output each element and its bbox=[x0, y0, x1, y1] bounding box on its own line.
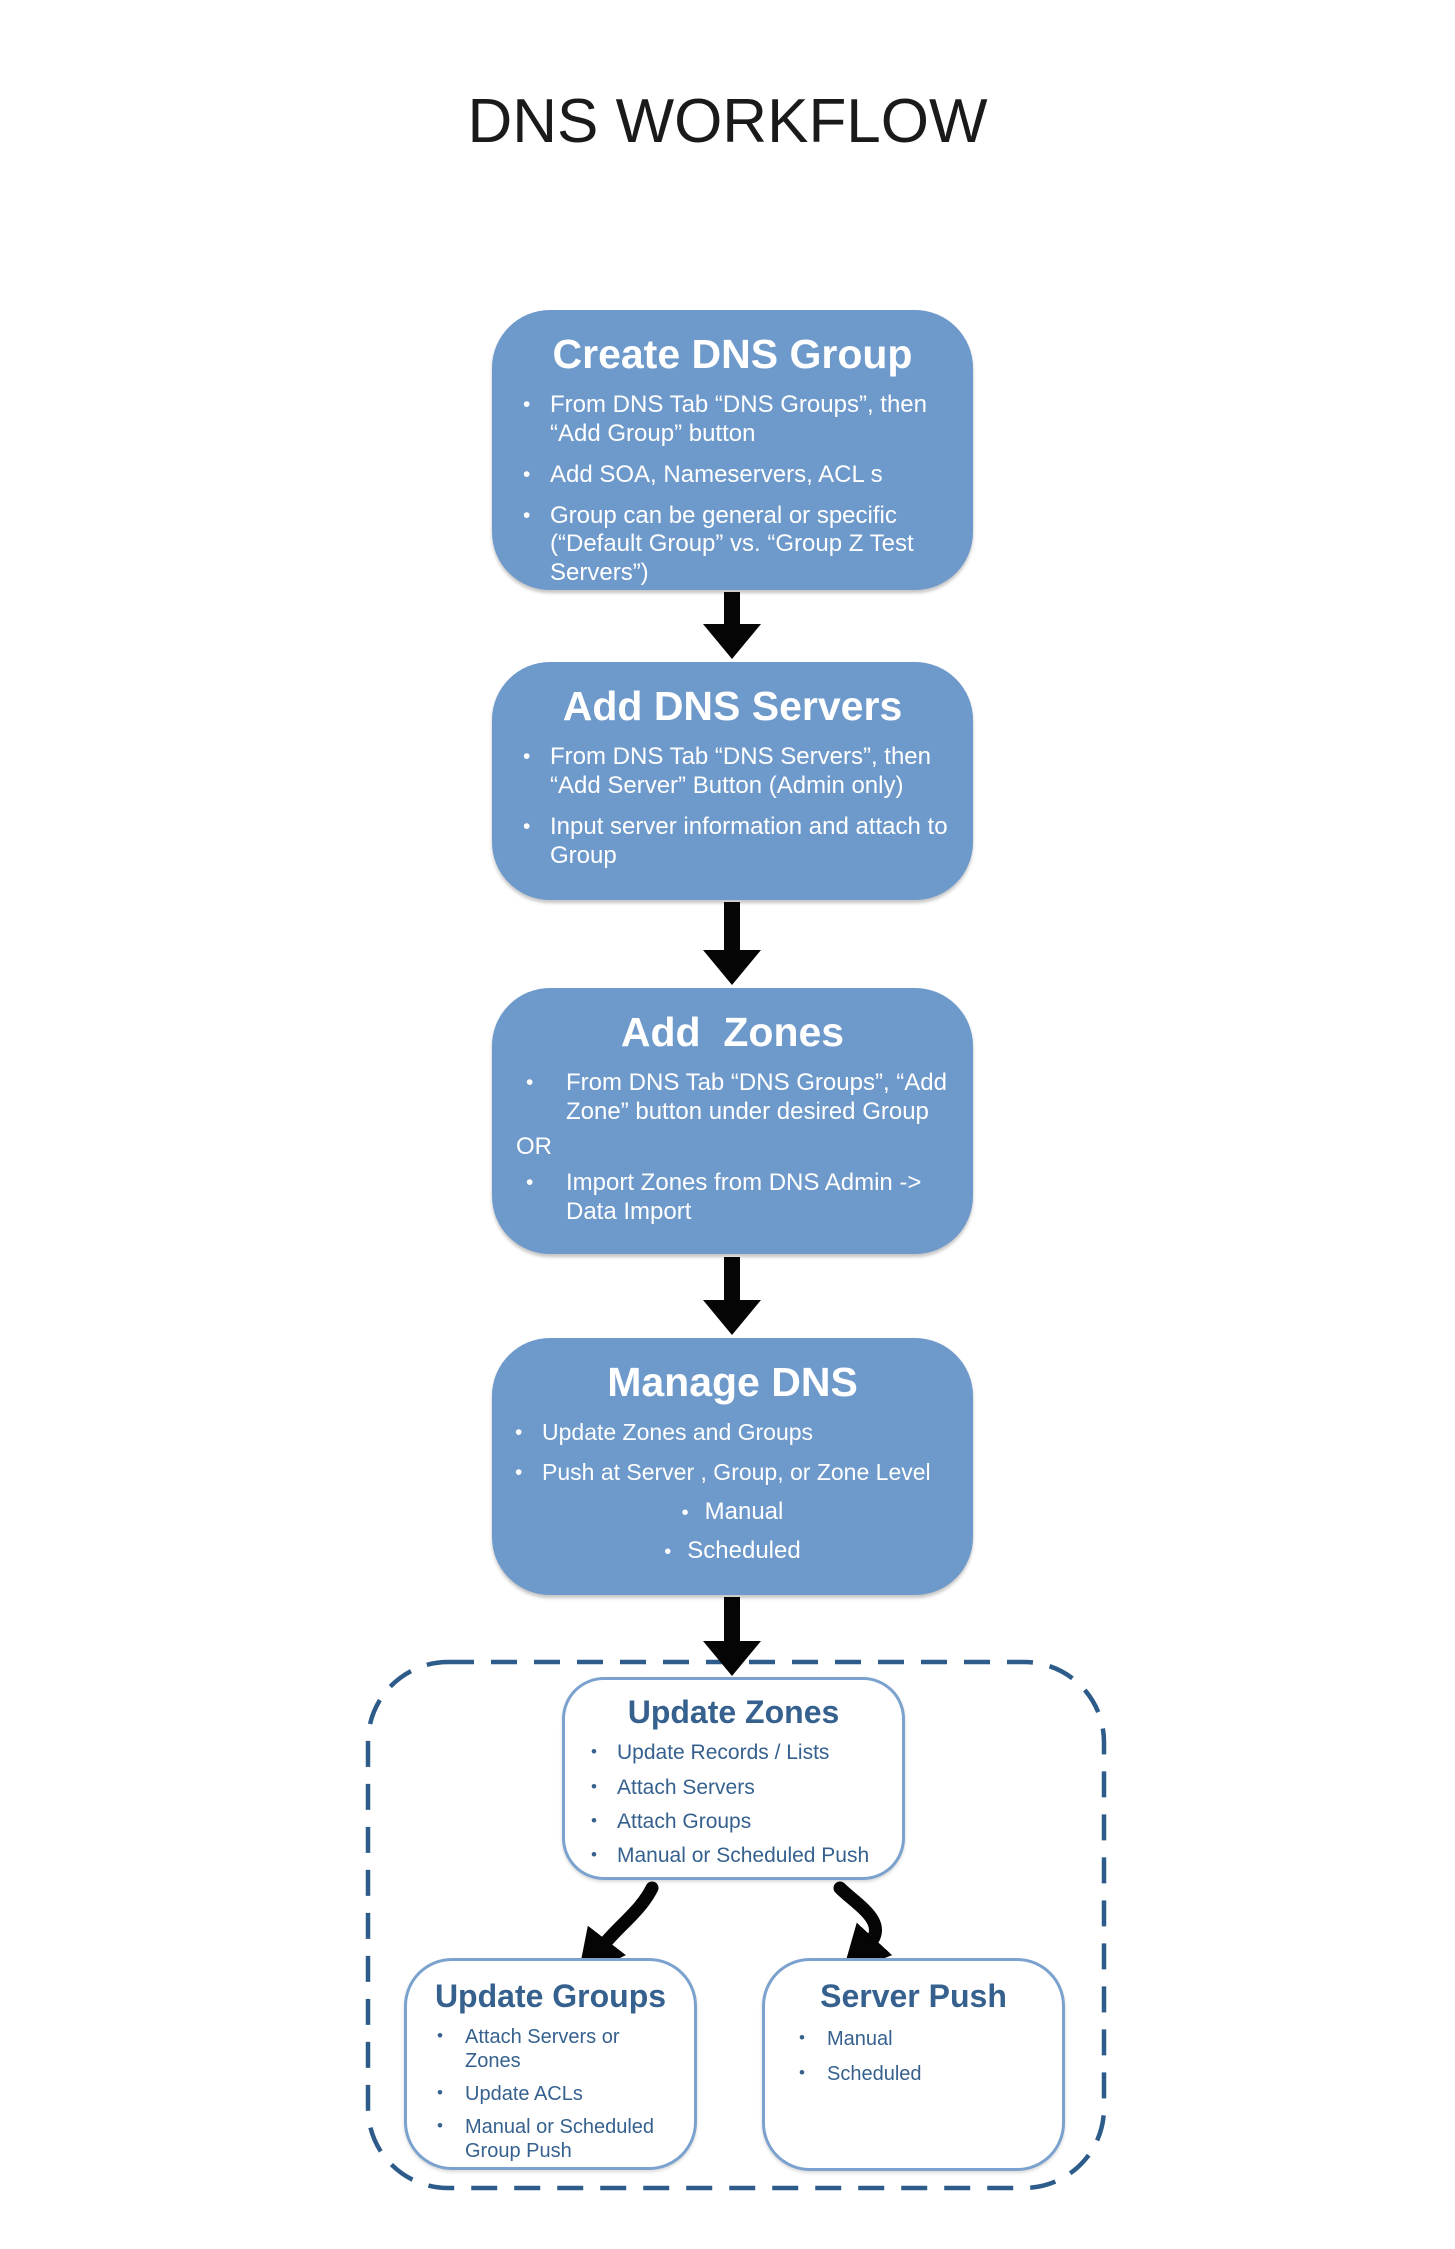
detail-box-update-zones: Update Zones Update Records / Lists Atta… bbox=[562, 1677, 905, 1880]
bullet-list: From DNS Tab “DNS Servers”, then “Add Se… bbox=[492, 743, 973, 870]
down-arrow-icon bbox=[703, 592, 761, 659]
down-arrow-shape bbox=[703, 592, 761, 659]
bullet-item: Input server information and attach to G… bbox=[523, 813, 949, 871]
box-title: Add Zones bbox=[620, 1009, 845, 1055]
detail-box-server-push: Server Push Manual Scheduled bbox=[762, 1958, 1065, 2171]
bullet-list: Update Zones and Groups Push at Server ,… bbox=[492, 1419, 973, 1486]
flow-box-add-zones: Add Zones From DNS Tab “DNS Groups”, “Ad… bbox=[492, 988, 973, 1254]
bullet-item: Scheduled bbox=[492, 1537, 973, 1565]
bullet-item: Manual bbox=[492, 1498, 973, 1526]
bullet-list: Manual Scheduled bbox=[765, 2027, 1062, 2086]
or-branch-label: OR bbox=[516, 1132, 552, 1160]
page-title: DNS WORKFLOW bbox=[467, 87, 988, 156]
flow-box-create-dns-group: Create DNS Group From DNS Tab “DNS Group… bbox=[492, 310, 973, 590]
curved-arrow-right-icon bbox=[833, 1881, 893, 1975]
curved-arrow-left-icon bbox=[577, 1881, 659, 1979]
bullet-item: Manual bbox=[799, 2027, 1048, 2051]
bullet-item: Update Zones and Groups bbox=[515, 1419, 949, 1447]
bullet-item: Attach Servers or Zones bbox=[437, 2025, 680, 2073]
down-arrow-icon bbox=[703, 902, 761, 985]
bullet-list: From DNS Tab “DNS Groups”, “Add Zone” bu… bbox=[492, 1069, 973, 1127]
bullet-item: Scheduled bbox=[799, 2062, 1048, 2086]
down-arrow-shape bbox=[703, 1257, 761, 1335]
bullet-item: From DNS Tab “DNS Groups”, “Add Zone” bu… bbox=[526, 1069, 949, 1127]
bullet-item: Import Zones from DNS Admin -> Data Impo… bbox=[526, 1169, 949, 1227]
bullet-item: Manual or Scheduled Group Push bbox=[437, 2115, 680, 2163]
box-title: Create DNS Group bbox=[552, 331, 913, 377]
box-title: Server Push bbox=[820, 1978, 1007, 2014]
flow-box-add-dns-servers: Add DNS Servers From DNS Tab “DNS Server… bbox=[492, 662, 973, 900]
bullet-item: From DNS Tab “DNS Servers”, then “Add Se… bbox=[523, 743, 949, 801]
bullet-item: Update Records / Lists bbox=[591, 1740, 884, 1765]
down-arrow-icon bbox=[703, 1597, 761, 1676]
bullet-item: Add SOA, Nameservers, ACL s bbox=[523, 461, 949, 490]
box-title: Update Groups bbox=[434, 1978, 667, 2014]
down-arrow-shape bbox=[703, 1597, 761, 1676]
bullet-list: Attach Servers or Zones Update ACLs Manu… bbox=[407, 2025, 694, 2163]
bullet-list: Update Records / Lists Attach Servers At… bbox=[565, 1740, 902, 1868]
flow-box-manage-dns: Manage DNS Update Zones and Groups Push … bbox=[492, 1338, 973, 1595]
bullet-item: Group can be general or specific (“Defau… bbox=[523, 502, 949, 588]
detail-box-update-groups: Update Groups Attach Servers or Zones Up… bbox=[404, 1958, 697, 2170]
bullet-item: Attach Groups bbox=[591, 1809, 884, 1834]
down-arrow-icon bbox=[703, 1257, 761, 1335]
bullet-list: From DNS Tab “DNS Groups”, then “Add Gro… bbox=[492, 391, 973, 588]
down-arrow-shape bbox=[703, 902, 761, 985]
bullet-item: Attach Servers bbox=[591, 1775, 884, 1800]
box-title: Manage DNS bbox=[607, 1359, 858, 1405]
sub-bullet-list: Manual Scheduled bbox=[492, 1498, 973, 1565]
box-title: Update Zones bbox=[627, 1694, 840, 1730]
bullet-item: Push at Server , Group, or Zone Level bbox=[515, 1459, 949, 1487]
bullet-list: Import Zones from DNS Admin -> Data Impo… bbox=[492, 1169, 973, 1227]
box-title: Add DNS Servers bbox=[562, 683, 903, 729]
bullet-item: Update ACLs bbox=[437, 2082, 680, 2106]
bullet-item: Manual or Scheduled Push bbox=[591, 1843, 884, 1868]
bullet-item: From DNS Tab “DNS Groups”, then “Add Gro… bbox=[523, 391, 949, 449]
